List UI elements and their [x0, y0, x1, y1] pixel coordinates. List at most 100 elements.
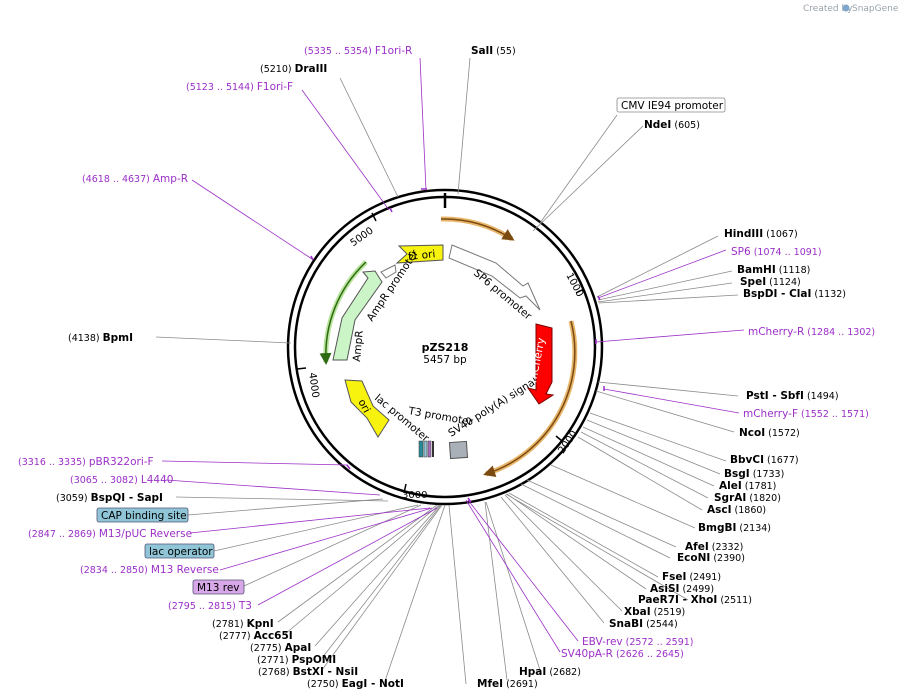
site-label-f1orir[interactable]: (5335 .. 5354) F1ori-R — [304, 45, 412, 57]
site-label-snabi[interactable]: SnaBI (2544) — [609, 618, 678, 630]
site-name: AscI — [707, 504, 732, 516]
site-position: (2626 .. 2645) — [613, 649, 684, 660]
site-label-bspdi[interactable]: BspDI - ClaI (1132) — [743, 288, 846, 300]
site-name: NdeI — [644, 119, 671, 131]
site-label-psti[interactable]: PstI - SbfI (1494) — [746, 390, 839, 402]
site-name: BpmI — [103, 332, 133, 344]
site-label-l4440[interactable]: (3065 .. 3082) L4440 — [70, 474, 173, 486]
site-label-ampr[interactable]: (4618 .. 4637) Amp-R — [82, 173, 188, 185]
site-label-draiii[interactable]: (5210) DraIII — [260, 63, 327, 75]
site-label-xbai[interactable]: XbaI (2519) — [624, 606, 685, 618]
site-label-fsei[interactable]: FseI (2491) — [662, 571, 721, 583]
site-position: (1132) — [811, 289, 846, 300]
site-position: (1733) — [750, 469, 785, 480]
cmv-promoter-text: CMV IE94 promoter — [621, 100, 724, 112]
site-name: Acc65I — [254, 630, 293, 642]
site-name: BspQI — [91, 492, 126, 504]
site-name: ApaI — [285, 642, 312, 654]
site-position: (2795 .. 2815) — [168, 601, 239, 612]
site-name: PstI — [746, 390, 769, 402]
site-label-bpmi[interactable]: (4138) BpmI — [68, 332, 133, 344]
credit-brand: SnapGene — [852, 4, 899, 14]
site-label-m13r[interactable]: (2834 .. 2850) M13 Reverse — [80, 564, 219, 576]
site-label-bbvci[interactable]: BbvCI (1677) — [730, 454, 799, 466]
site-label-t3[interactable]: (2795 .. 2815) T3 — [168, 600, 252, 612]
site-extra: - NsiI — [324, 666, 358, 678]
scale-ticks — [296, 212, 585, 494]
site-label-afei[interactable]: AfeI (2332) — [685, 541, 743, 553]
site-position: (2134) — [736, 523, 771, 534]
site-label-pbr[interactable]: (3316 .. 3335) pBR322ori-F — [18, 456, 154, 468]
f1-ori-feature — [395, 244, 444, 264]
site-label-mcherryf[interactable]: mCherry-F (1552 .. 1571) — [743, 408, 869, 420]
site-position: (2781) — [212, 619, 247, 630]
site-label-acc65i[interactable]: (2777) Acc65I — [219, 630, 293, 642]
site-label-bmgbi[interactable]: BmgBI (2134) — [698, 522, 771, 534]
site-name: mCherry-R — [748, 326, 804, 338]
m13-rev-box — [192, 579, 245, 595]
site-label-f1orif[interactable]: (5123 .. 5144) F1ori-F — [186, 81, 293, 93]
site-label-mfei[interactable]: MfeI (2691) — [477, 678, 538, 690]
site-label-bamhi[interactable]: BamHI (1118) — [737, 264, 810, 276]
site-label-alei[interactable]: AleI (1781) — [719, 480, 776, 492]
site-position: (605) — [671, 120, 700, 131]
site-name: FseI — [662, 571, 686, 583]
site-label-pspomi[interactable]: (2771) PspOMI — [257, 654, 336, 666]
site-label-kpni[interactable]: (2781) KpnI — [212, 618, 274, 630]
site-label-sali[interactable]: SalI (55) — [471, 45, 516, 57]
site-label-ncoi[interactable]: NcoI (1572) — [739, 427, 800, 439]
site-label-hpai[interactable]: HpaI (2682) — [519, 666, 581, 678]
site-name: NcoI — [739, 427, 765, 439]
sp6-promoter-feature — [448, 244, 541, 311]
site-label-econi[interactable]: EcoNI (2390) — [677, 552, 745, 564]
site-name: KpnI — [247, 618, 274, 630]
cap-binding-site-text: CAP binding site — [101, 510, 187, 522]
site-label-sv40par[interactable]: SV40pA-R (2626 .. 2645) — [561, 648, 684, 660]
site-label-ndei[interactable]: NdeI (605) — [644, 119, 700, 131]
site-position: (1781) — [742, 481, 777, 492]
site-label-hindiii[interactable]: HindIII (1067) — [724, 228, 798, 240]
site-label-sgrai[interactable]: SgrAI (1820) — [714, 492, 781, 504]
site-label-apai[interactable]: (2775) ApaI — [250, 642, 311, 654]
mcs-cluster — [418, 440, 434, 458]
site-position: (4618 .. 4637) — [82, 174, 153, 185]
site-label-m13puc[interactable]: (2847 .. 2869) M13/pUC Reverse — [28, 528, 192, 540]
site-label-asisi[interactable]: AsiSI (2499) — [650, 583, 714, 595]
site-position: (2691) — [503, 679, 538, 690]
site-label-mcherryr[interactable]: mCherry-R (1284 .. 1302) — [748, 326, 875, 338]
orf-top-arrow — [440, 218, 515, 241]
site-label-bsgi[interactable]: BsgI (1733) — [724, 468, 784, 480]
site-position: (1552 .. 1571) — [798, 409, 869, 420]
site-position: (2499) — [679, 584, 714, 595]
site-position: (2332) — [709, 542, 744, 553]
site-name: pBR322ori-F — [89, 456, 154, 468]
site-position: (1820) — [746, 493, 781, 504]
site-label-asci[interactable]: AscI (1860) — [707, 504, 766, 516]
site-name: BspDI — [743, 288, 777, 300]
cap-binding-site-box — [96, 507, 189, 523]
mcherry-feature — [526, 323, 555, 405]
ampr-promoter-feature — [380, 264, 397, 279]
site-label-ebvrev[interactable]: EBV-rev (2572 .. 2591) — [582, 636, 694, 648]
site-label-sp6[interactable]: SP6 (1074 .. 1091) — [731, 246, 822, 258]
site-position: (2572 .. 2591) — [623, 637, 694, 648]
site-position: (2390) — [710, 553, 745, 564]
site-position: (2771) — [257, 655, 292, 666]
site-label-paer7i[interactable]: PaeR7I - XhoI (2511) — [638, 594, 752, 606]
site-label-bspqi[interactable]: (3059) BspQI - SapI — [56, 492, 163, 504]
site-position: (1677) — [764, 455, 799, 466]
site-position: (3316 .. 3335) — [18, 457, 89, 468]
site-name: EcoNI — [677, 552, 710, 564]
plasmid-size: 5457 bp — [423, 354, 467, 366]
site-name: DraIII — [295, 63, 328, 75]
snapgene-logo-icon — [842, 4, 850, 12]
site-label-spei[interactable]: SpeI (1124) — [740, 276, 801, 288]
site-name: L4440 — [141, 474, 174, 486]
primer-leaders — [161, 57, 745, 653]
site-label-bstxi[interactable]: (2768) BstXI - NsiI — [258, 666, 358, 678]
site-label-eagi[interactable]: (2750) EagI - NotI — [307, 678, 404, 690]
tick-4000: 4000 — [306, 372, 320, 399]
tick-3000: 3000 — [402, 490, 427, 501]
site-name: PaeR7I — [638, 594, 679, 606]
